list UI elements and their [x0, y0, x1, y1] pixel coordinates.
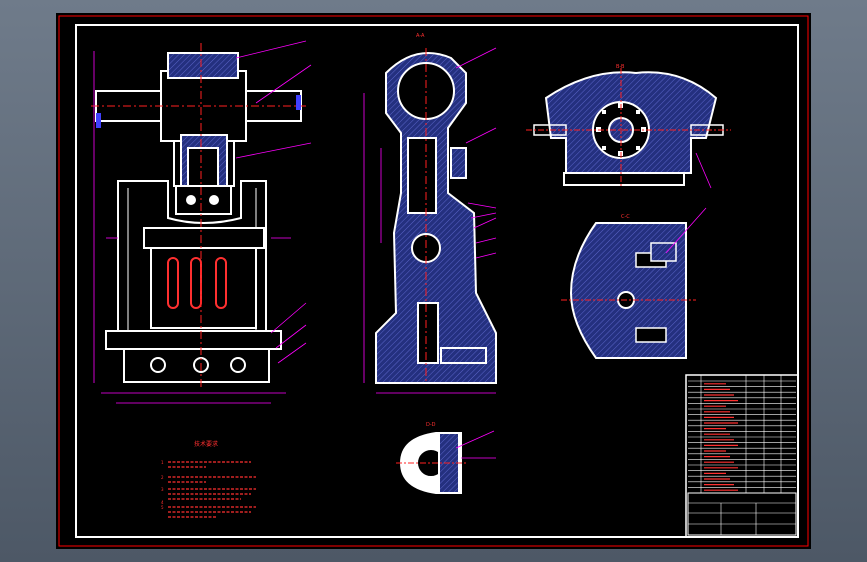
section-label-c: C-C: [621, 214, 630, 220]
cad-viewport[interactable]: A-A B-B C-C: [56, 13, 811, 549]
outer-border: [58, 15, 809, 547]
note-number: 2: [161, 475, 164, 480]
top-right-view: B-B: [526, 64, 731, 189]
section-label-b: B-B: [616, 64, 625, 70]
section-label-a: A-A: [416, 33, 425, 39]
note-number: 1: [161, 460, 164, 465]
note-number: 5: [161, 505, 164, 510]
detail-view-d: D-D: [396, 422, 496, 494]
title-block: [685, 374, 799, 538]
note-number: 3: [161, 487, 164, 492]
section-label-d: D-D: [426, 422, 436, 428]
right-middle-view: C-C: [561, 207, 707, 359]
side-section-view: A-A: [363, 33, 497, 394]
front-view: [91, 40, 312, 404]
cad-drawing: A-A B-B C-C: [58, 15, 809, 547]
technical-notes: 技术要求 1 2 3 4 5: [161, 440, 256, 518]
notes-title: 技术要求: [194, 440, 218, 448]
note-number: 4: [161, 500, 164, 505]
frame-border: [75, 24, 799, 538]
